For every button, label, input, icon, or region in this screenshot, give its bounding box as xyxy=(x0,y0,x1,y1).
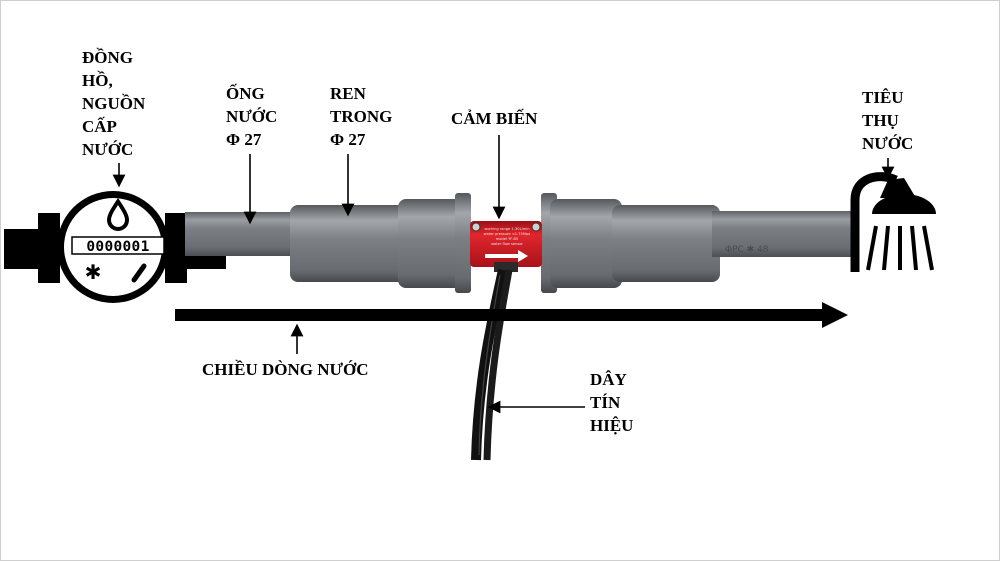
union-left xyxy=(398,199,462,288)
union-flange-left xyxy=(455,193,471,293)
sensor-screw xyxy=(471,222,481,232)
threaded-adapter-left xyxy=(290,205,408,282)
flow-direction-arrow xyxy=(175,302,848,328)
consumer-label: TIÊU THỤ NƯỚC xyxy=(862,88,914,153)
asterisk-icon: ✱ xyxy=(85,260,102,284)
threaded-adapter-right xyxy=(612,205,720,282)
sensor-text: water flow sensor xyxy=(491,242,523,246)
meter-needle-icon xyxy=(131,263,147,283)
meter-source-label: ĐỒNG HỒ, NGUỒN CẤP NƯỚC xyxy=(82,48,146,159)
pipe-assembly: ΦPC ✱ 48 xyxy=(185,193,852,293)
meter-reading: 0000001 xyxy=(86,239,149,255)
sensor-label: CẢM BIẾN xyxy=(451,109,538,128)
union-right xyxy=(550,199,622,288)
signal-wire-label: DÂY TÍN HIỆU xyxy=(590,370,634,435)
inlet-pipe xyxy=(185,212,295,256)
sensor-text: working range 1-30L/min xyxy=(484,227,529,231)
shower-head-icon xyxy=(850,172,936,272)
thread-label: REN TRONG Φ 27 xyxy=(330,84,393,149)
meter-inlet-flange xyxy=(38,213,60,283)
pipe-marking: ΦPC ✱ 48 xyxy=(725,245,769,255)
meter-counter xyxy=(71,236,165,255)
flow-sensor: working range 1-30L/min water pressure <… xyxy=(470,221,542,272)
sensor-screw xyxy=(531,222,541,232)
signal-cable xyxy=(471,268,513,461)
flow-direction-label: CHIỀU DÒNG NƯỚC xyxy=(202,360,369,379)
sensor-flow-arrow-icon xyxy=(485,250,528,262)
outlet-pipe xyxy=(712,211,852,257)
sensor-connector xyxy=(494,262,518,272)
pipe-label: ỐNG NƯỚC Φ 27 xyxy=(226,84,278,149)
sensor-text: model YF-B5 xyxy=(496,237,519,241)
sensor-text: water pressure <1.75Mpa xyxy=(484,232,531,236)
